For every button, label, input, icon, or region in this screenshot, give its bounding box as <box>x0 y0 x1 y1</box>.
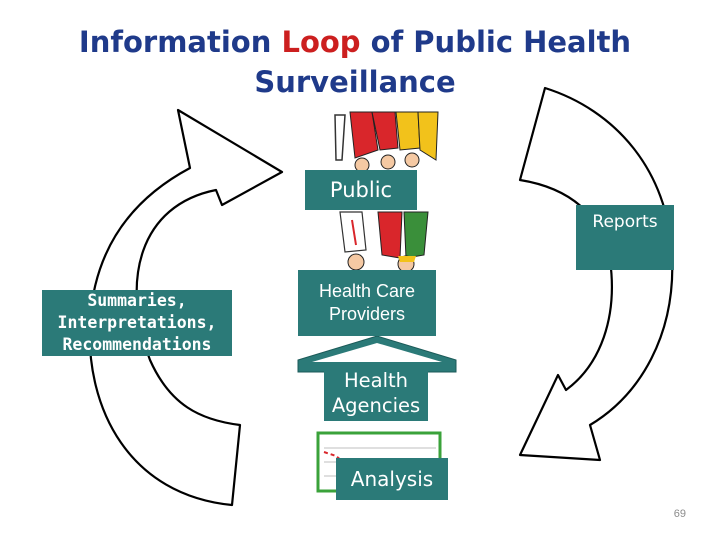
summaries-line-2: Interpretations, <box>58 312 217 334</box>
summaries-line-3: Recommendations <box>58 334 217 356</box>
analysis-label: Analysis <box>336 458 448 500</box>
reports-label: Reports <box>576 205 674 270</box>
summaries-label: Summaries, Interpretations, Recommendati… <box>42 290 232 356</box>
agencies-line-2: Agencies <box>332 393 420 418</box>
hcp-line-1: Health Care <box>319 280 415 303</box>
hcp-line-2: Providers <box>319 303 415 326</box>
public-label: Public <box>305 170 417 210</box>
page-number: 69 <box>652 508 686 520</box>
health-care-providers-illustration <box>340 212 428 272</box>
health-agencies-label: Health Agencies <box>324 365 428 421</box>
agencies-line-1: Health <box>332 368 420 393</box>
public-crowd-illustration <box>328 112 440 172</box>
summaries-line-1: Summaries, <box>58 290 217 312</box>
health-care-providers-label: Health Care Providers <box>298 270 436 336</box>
right-loop-arrow <box>520 88 672 460</box>
